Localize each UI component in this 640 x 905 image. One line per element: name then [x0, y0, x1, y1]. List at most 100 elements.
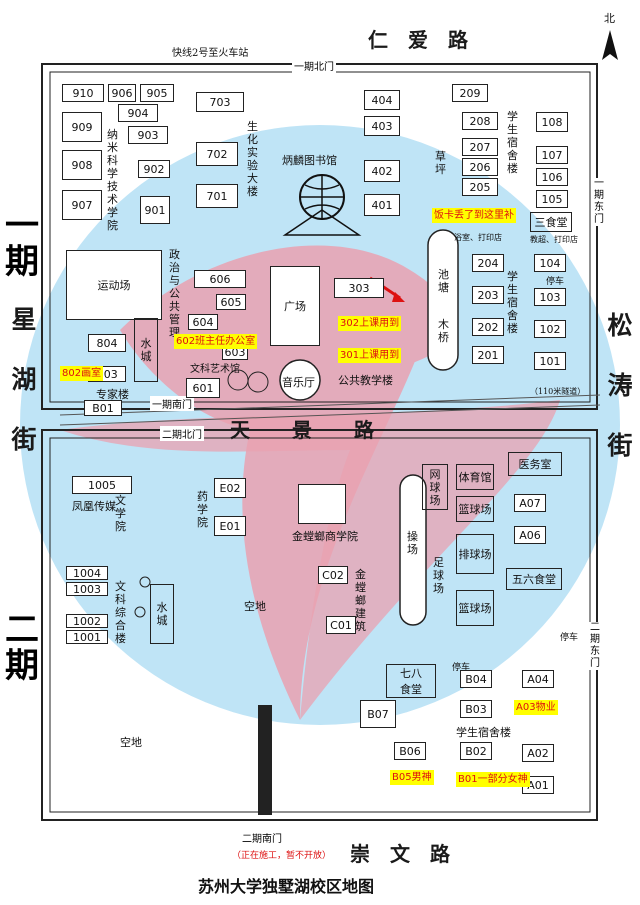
place-canteen56: 五六食堂 [506, 568, 562, 590]
building-903: 903 [128, 126, 168, 144]
building-e02: E02 [214, 478, 246, 498]
construction-note: （正在施工，暂不开放） [232, 851, 332, 861]
label-nano: 纳米科学技术学院 [107, 128, 118, 232]
building-208: 208 [462, 112, 498, 130]
building-207: 207 [462, 138, 498, 156]
label-water2: 水城 [156, 601, 168, 627]
building-701: 701 [196, 184, 238, 208]
building-107: 107 [536, 146, 568, 164]
label-shop1: 浴室、打印店 [454, 233, 502, 242]
building-907: 907 [62, 190, 102, 220]
building-b03: B03 [460, 700, 492, 718]
building-403: 403 [364, 116, 400, 136]
road-middle: 天景路 [230, 418, 416, 442]
label-bridge: 木桥 [438, 318, 449, 344]
street-west: 星湖街 [8, 290, 40, 498]
label-arts: 文科艺术馆 [190, 364, 240, 375]
building-910: 910 [62, 84, 104, 102]
annotation-302: 302上课用到 [338, 316, 402, 331]
building-908: 908 [62, 150, 102, 180]
building-1004: 1004 [66, 566, 108, 580]
building-901: 901 [140, 196, 170, 224]
place-gym: 体育馆 [456, 464, 494, 490]
place-plaza: 广场 [270, 266, 320, 346]
building-401: 401 [364, 194, 400, 216]
tunnel-note: （110米隧道） [530, 387, 586, 396]
label-lawn: 草坪 [435, 150, 446, 176]
building-108: 108 [536, 112, 568, 132]
building-303: 303 [334, 278, 384, 298]
label-culture: 文科综合楼 [115, 580, 126, 645]
label-library: 炳麟图书馆 [282, 154, 337, 167]
map-title: 苏州大学独墅湖校区地图 [198, 877, 375, 896]
metro-note: 快线2号至火车站 [172, 48, 249, 59]
building-206: 206 [462, 158, 498, 176]
label-dorm2: 学生宿舍楼 [507, 270, 518, 335]
label-public-teaching: 公共教学楼 [338, 374, 393, 387]
label-basketball: 篮球场 [458, 503, 492, 516]
building-1005: 1005 [72, 476, 132, 494]
label-volleyball: 篮球场 [458, 602, 492, 615]
label-bus-stop-1: 停车 [546, 277, 565, 287]
label-bus-stop-3: 停车 [560, 633, 579, 643]
building-909: 909 [62, 112, 102, 142]
gate-phase1-south: 一期南门 [150, 396, 194, 411]
building-404: 404 [364, 90, 400, 110]
building-104: 104 [534, 254, 566, 272]
label-jin-hui: 金螳螂商学院 [292, 530, 358, 543]
building-905: 905 [140, 84, 174, 102]
building-801: B01 [84, 400, 122, 416]
road-south: 崇文路 [350, 842, 470, 866]
place-jin-hui [298, 484, 346, 524]
place-net: 网球场 [422, 464, 448, 510]
place-volleyball: 篮球场 [456, 590, 494, 626]
label-concert: 音乐厅 [282, 376, 315, 389]
annotation-b05: B05男神 [390, 770, 434, 785]
gate-phase2-south: 二期南门 [240, 830, 284, 845]
gate-phase2-north: 二期北门 [160, 426, 204, 441]
road-north: 仁爱路 [368, 28, 488, 52]
place-badminton: 排球场 [456, 534, 494, 574]
building-101: 101 [534, 352, 566, 370]
building-b06: B06 [394, 742, 426, 760]
building-204: 204 [472, 254, 504, 272]
label-water1: 水城 [140, 337, 152, 363]
phase-1-label: 一期 [5, 206, 39, 282]
building-c01: C01 [326, 616, 356, 634]
label-liberal: 文学院 [115, 494, 126, 533]
building-902: 902 [138, 160, 170, 178]
street-east: 松涛街 [604, 296, 636, 504]
annotation-301: 301上课用到 [338, 348, 402, 363]
place-water1: 水城 [134, 318, 158, 382]
label-badminton: 排球场 [458, 548, 492, 561]
place-canteen78: 七八食堂 [386, 664, 436, 698]
label-bus-stop-2: 停车 [452, 663, 471, 673]
place-sports1: 运动场 [66, 250, 162, 320]
label-expert: 专家楼 [96, 388, 129, 401]
building-601: 601 [186, 378, 220, 398]
building-102: 102 [534, 320, 566, 338]
annotation-602: 602班主任办公室 [174, 334, 258, 349]
building-703: 703 [196, 92, 244, 112]
label-dorm3: 学生宿舍楼 [456, 726, 511, 739]
building-201: 201 [472, 346, 504, 364]
label-pool: 池塘 [438, 268, 449, 294]
north-indicator: 北 [604, 12, 615, 25]
annotation-802: 802画室 [60, 366, 104, 381]
label-track: 操场 [407, 530, 418, 556]
building-c02: C02 [318, 566, 348, 584]
street-east-1: 松涛街 [607, 311, 633, 460]
building-606: 606 [194, 270, 246, 288]
label-dorm1: 学生宿舍楼 [507, 110, 518, 175]
building-1002: 1002 [66, 614, 108, 628]
building-a07: A07 [514, 494, 546, 512]
building-804: 804 [88, 334, 126, 352]
building-106: 106 [536, 168, 568, 186]
building-105: 105 [536, 190, 568, 208]
place-water2: 水城 [150, 584, 174, 644]
label-pharmacy: 药学院 [197, 490, 208, 529]
building-1003: 1003 [66, 582, 108, 596]
building-103: 103 [534, 288, 566, 306]
